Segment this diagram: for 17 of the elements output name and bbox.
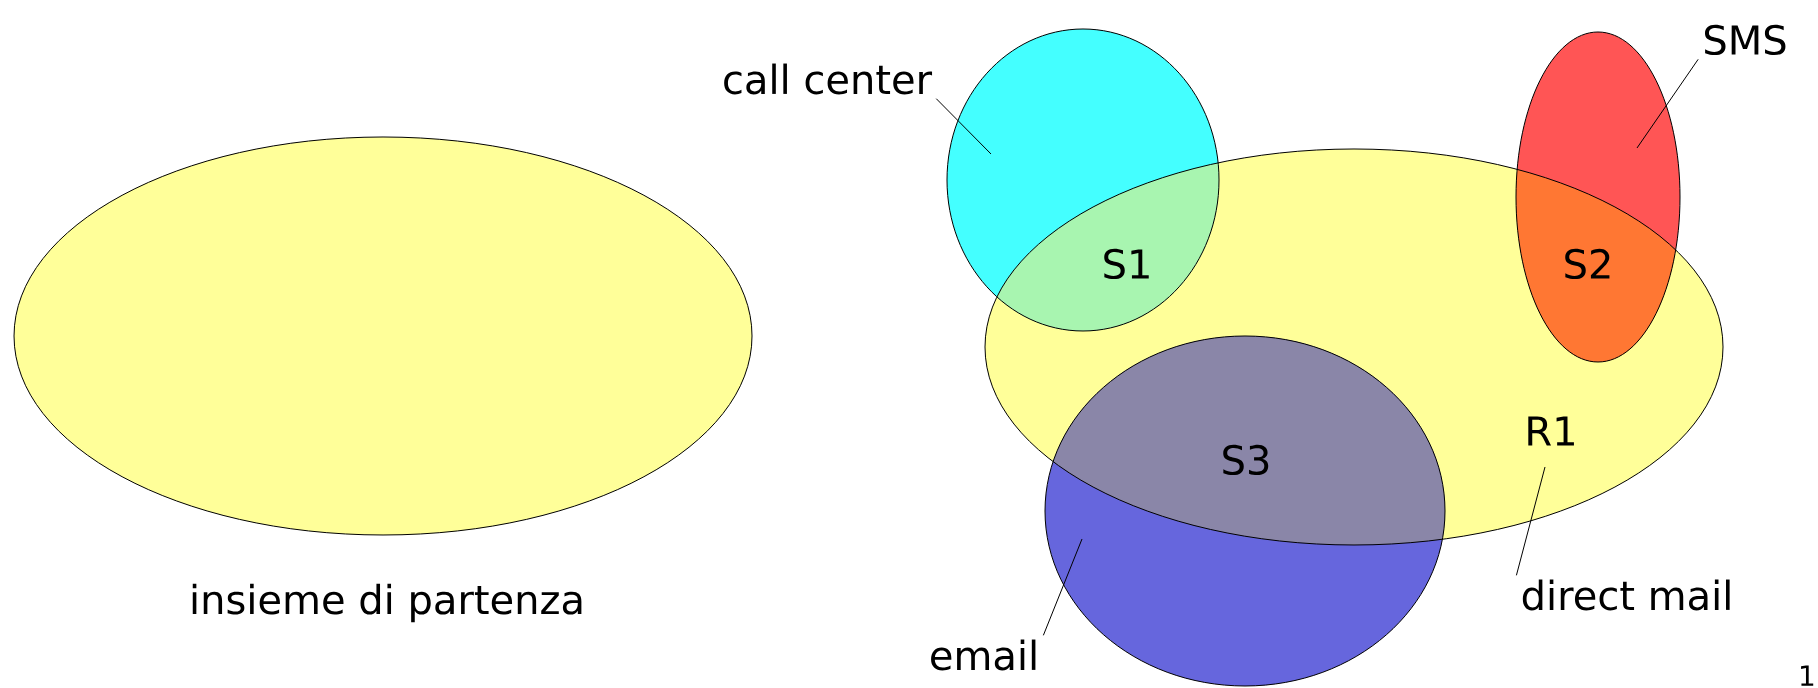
- region-label: S3: [1223, 444, 1269, 476]
- leader-line: [1042, 538, 1083, 636]
- region-label: S1: [1104, 248, 1149, 280]
- set-caption: insieme di partenza: [192, 583, 582, 623]
- page-number: 1: [1801, 665, 1814, 686]
- set-ellipse: [946, 28, 1220, 332]
- callout-text: direct mail: [1522, 579, 1730, 611]
- leader-line: [935, 98, 992, 155]
- set-ellipse: [1044, 335, 1446, 687]
- callout-text: call center: [724, 63, 933, 95]
- leader-line: [1636, 58, 1699, 149]
- callout-text: SMS: [1705, 24, 1786, 56]
- region-label: S2: [1565, 248, 1610, 280]
- leader-line: [1515, 466, 1546, 576]
- set-ellipse: [13, 136, 753, 536]
- callout-text: email: [931, 639, 1036, 671]
- set-ellipse: [1515, 31, 1681, 363]
